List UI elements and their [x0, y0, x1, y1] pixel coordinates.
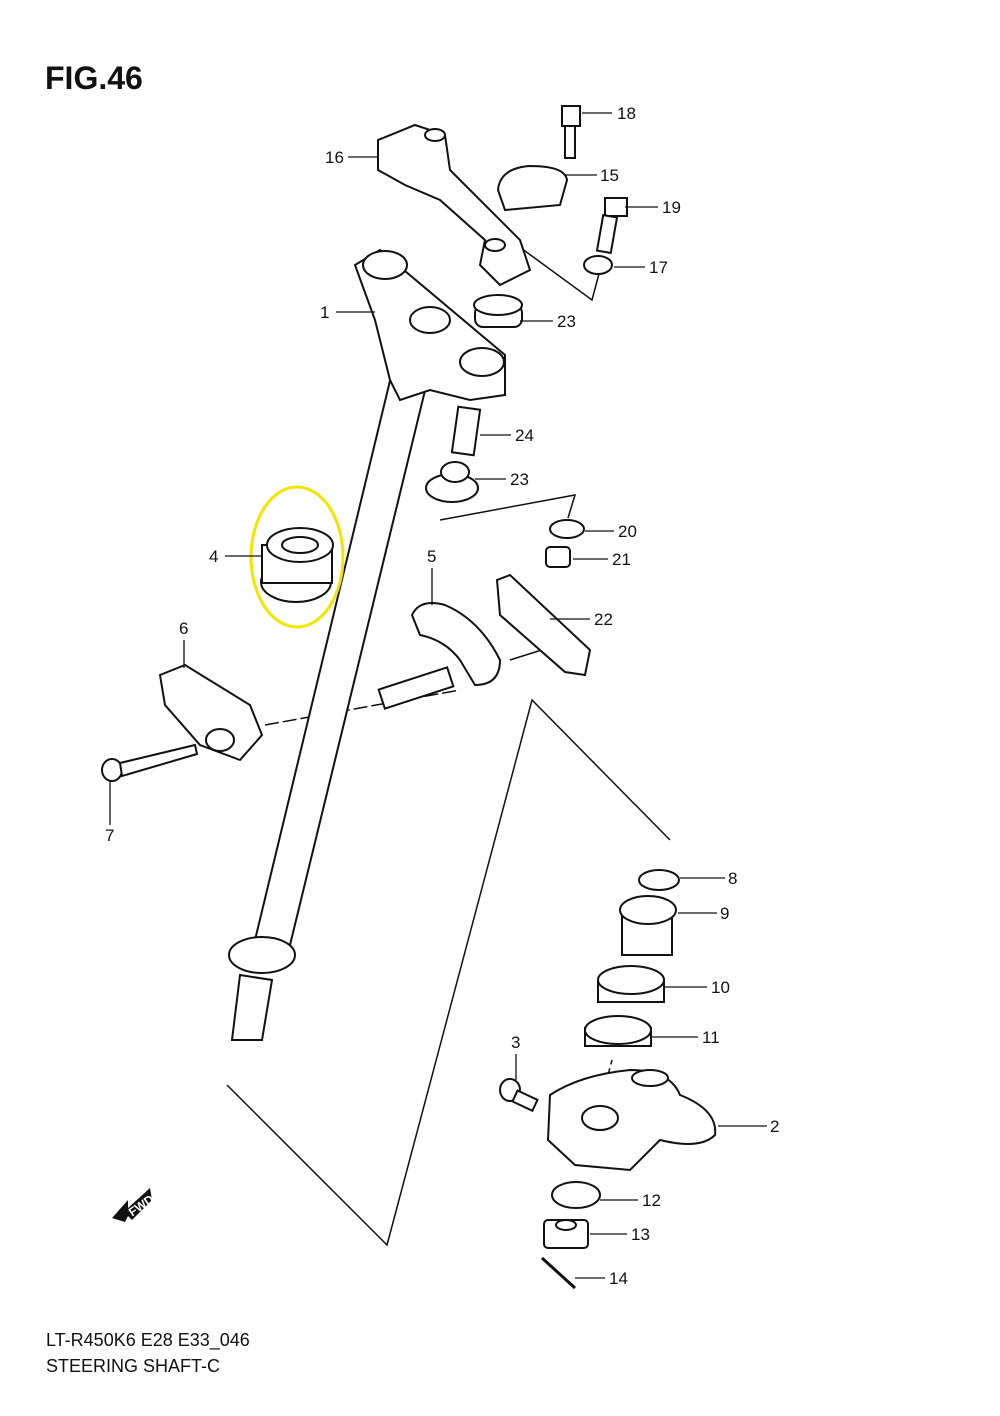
fwd-label: FWD [126, 1192, 157, 1219]
cotter-pin-14[interactable] [540, 1256, 577, 1290]
figure-name: STEERING SHAFT-C [46, 1356, 221, 1376]
handlebar-holder-upper[interactable] [496, 164, 569, 212]
callout-11[interactable]: 11 [702, 1028, 720, 1047]
callout-4[interactable]: 4 [209, 547, 218, 566]
highlight-circle [249, 485, 345, 629]
callout-19[interactable]: 19 [662, 198, 681, 217]
assembly-line [509, 239, 601, 302]
callout-21[interactable]: 21 [612, 550, 631, 569]
callout-8[interactable]: 8 [728, 869, 737, 888]
callout-23[interactable]: 23 [557, 312, 576, 331]
shaft-holder-6[interactable] [158, 663, 264, 762]
bolt-3[interactable] [499, 1078, 539, 1113]
washer-20[interactable] [549, 519, 585, 539]
washer-12[interactable] [551, 1181, 601, 1209]
nut-21[interactable] [545, 546, 571, 568]
steering-shaft[interactable] [228, 248, 506, 1041]
o-ring-8[interactable] [638, 869, 680, 891]
callout-22[interactable]: 22 [594, 610, 613, 629]
callout-14[interactable]: 14 [609, 1269, 628, 1288]
assembly-line [226, 698, 671, 1247]
callout-12[interactable]: 12 [642, 1191, 661, 1210]
callout-labels: 18 16 15 19 17 1 23 24 23 20 21 4 5 22 6 7 8 9 10 11 3 2 12 13 1… [105, 104, 779, 1288]
assembly-line [264, 689, 461, 726]
collar[interactable] [377, 666, 455, 710]
callout-1[interactable]: 1 [320, 303, 329, 322]
callout-20[interactable]: 20 [618, 522, 637, 541]
callout-13[interactable]: 13 [631, 1225, 650, 1244]
callout-7[interactable]: 7 [105, 826, 114, 845]
callout-3[interactable]: 3 [511, 1033, 520, 1052]
callout-10[interactable]: 10 [711, 978, 730, 997]
bolt-19[interactable] [595, 197, 628, 255]
washer-17[interactable] [583, 255, 613, 275]
callout-23[interactable]: 23 [510, 470, 529, 489]
steering-shaft-lower[interactable] [546, 1068, 717, 1172]
bearing-11[interactable] [584, 1015, 652, 1047]
bolt-7[interactable] [101, 743, 199, 782]
bearing-10[interactable] [597, 965, 665, 1003]
figure-title: FIG.46 [45, 60, 143, 96]
callout-17[interactable]: 17 [649, 258, 668, 277]
callout-6[interactable]: 6 [179, 619, 188, 638]
cushion-23[interactable] [473, 294, 523, 328]
steering-shaft-bushing[interactable] [260, 527, 334, 603]
cushion-23-lower[interactable] [425, 461, 479, 503]
fwd-arrow-icon: FWD [112, 1188, 157, 1222]
callout-9[interactable]: 9 [720, 904, 729, 923]
callout-24[interactable]: 24 [515, 426, 534, 445]
dust-seal-9[interactable] [619, 895, 677, 956]
callout-2[interactable]: 2 [770, 1117, 779, 1136]
collar-24[interactable] [450, 405, 482, 457]
nut-13[interactable] [543, 1219, 589, 1249]
callout-5[interactable]: 5 [427, 547, 436, 566]
callout-16[interactable]: 16 [325, 148, 344, 167]
shaft-holder-5[interactable] [410, 602, 502, 687]
bolt-18[interactable] [561, 105, 581, 159]
callout-18[interactable]: 18 [617, 104, 636, 123]
assembly-line [439, 494, 577, 521]
handlebar-holder-lower[interactable] [377, 123, 532, 287]
model-code: LT-R450K6 E28 E33_046 [46, 1330, 250, 1350]
callout-15[interactable]: 15 [600, 166, 619, 185]
plate-22[interactable] [495, 573, 592, 677]
